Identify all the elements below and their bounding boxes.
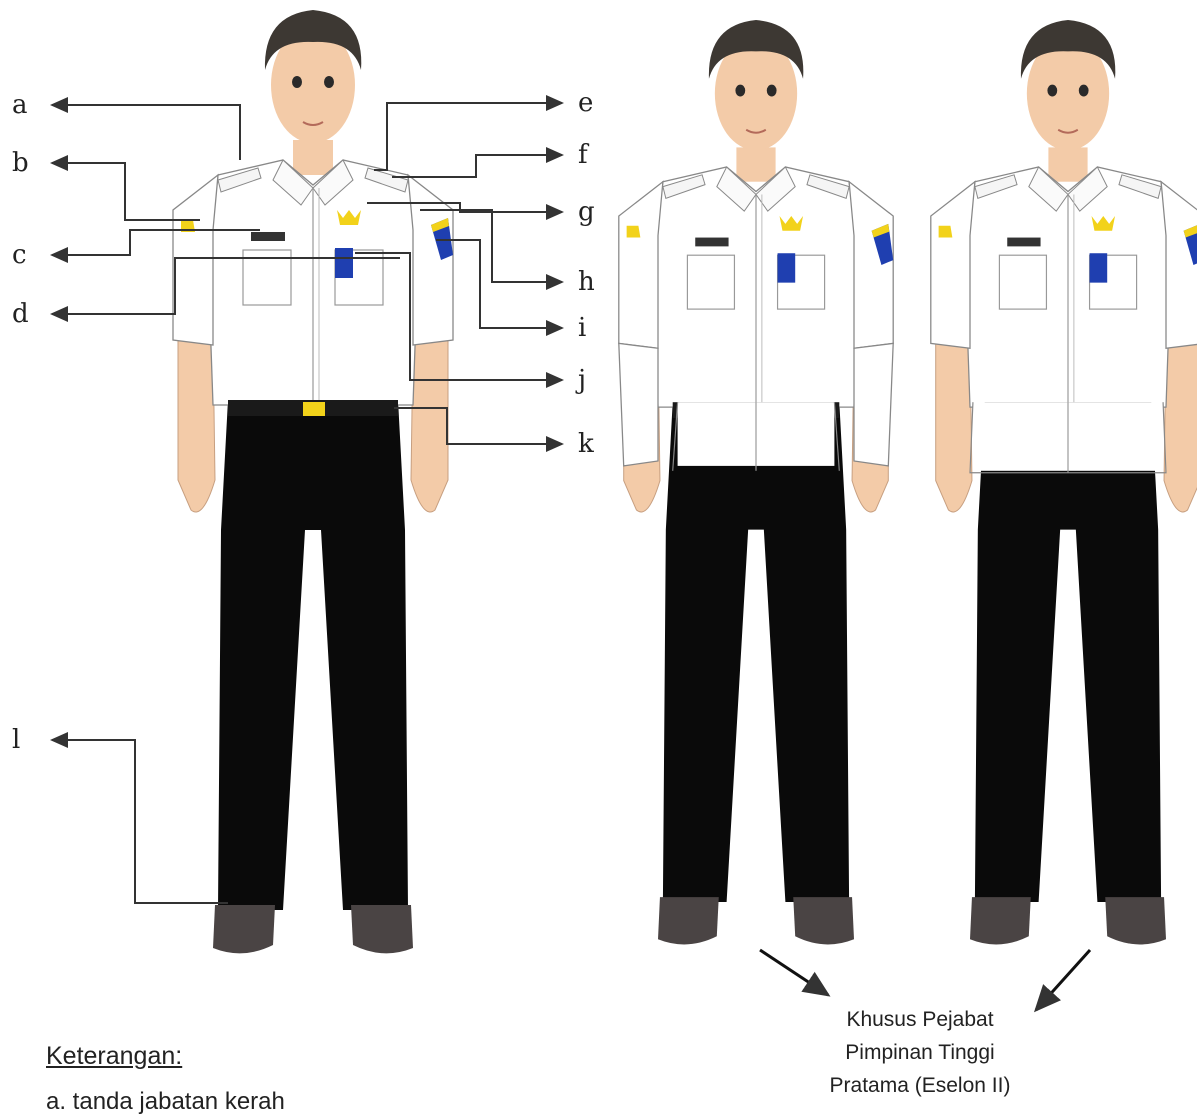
callout-j: j: [575, 365, 586, 395]
callout-lines-right: [355, 95, 564, 452]
callout-h: h: [578, 267, 595, 297]
callout-f-line: [392, 147, 564, 178]
note-line-1: Khusus Pejabat: [846, 1008, 994, 1031]
callout-d: d: [12, 299, 29, 329]
callout-f: f: [578, 140, 590, 170]
callout-lines-left: [50, 97, 400, 904]
callout-d-line: [50, 257, 400, 322]
arrow-to-note-right: [1033, 948, 1092, 1013]
callout-g: g: [578, 197, 595, 227]
callout-c-line: [50, 229, 260, 263]
figure-long-sleeve: [617, 19, 895, 946]
callout-l: l: [12, 725, 20, 755]
note-arrows: [759, 948, 1092, 1013]
callout-b: b: [12, 148, 29, 178]
callout-l-line: [50, 732, 228, 904]
callout-i-line: [436, 239, 564, 336]
callout-i: i: [578, 313, 586, 343]
legend-title: Keterangan:: [46, 1042, 183, 1070]
note-line-2: Pimpinan Tinggi: [845, 1041, 995, 1064]
legend-item-a: a. tanda jabatan kerah: [46, 1088, 285, 1115]
note-line-3: Pratama (Eselon II): [829, 1074, 1011, 1097]
callout-k: k: [578, 429, 594, 459]
callout-a-line: [50, 97, 241, 160]
callout-k-line: [394, 407, 564, 452]
pejabat-note: Khusus Pejabat Pimpinan Tinggi Pratama (…: [790, 1003, 1050, 1102]
callout-a: a: [12, 90, 28, 120]
callout-b-line: [50, 155, 200, 221]
callout-e: e: [578, 88, 593, 118]
callout-c: c: [12, 240, 27, 270]
callout-e-line: [374, 95, 564, 171]
callout-g-line: [367, 202, 564, 220]
figure-short-sleeve-annotated: [172, 9, 454, 955]
callout-h-line: [420, 209, 564, 290]
callout-j-line: [355, 252, 564, 388]
callout-labels: a b c d l e f g h i j k: [12, 88, 595, 755]
arrow-to-note-left: [759, 948, 831, 997]
figure-short-sleeve-untucked: [929, 19, 1197, 946]
